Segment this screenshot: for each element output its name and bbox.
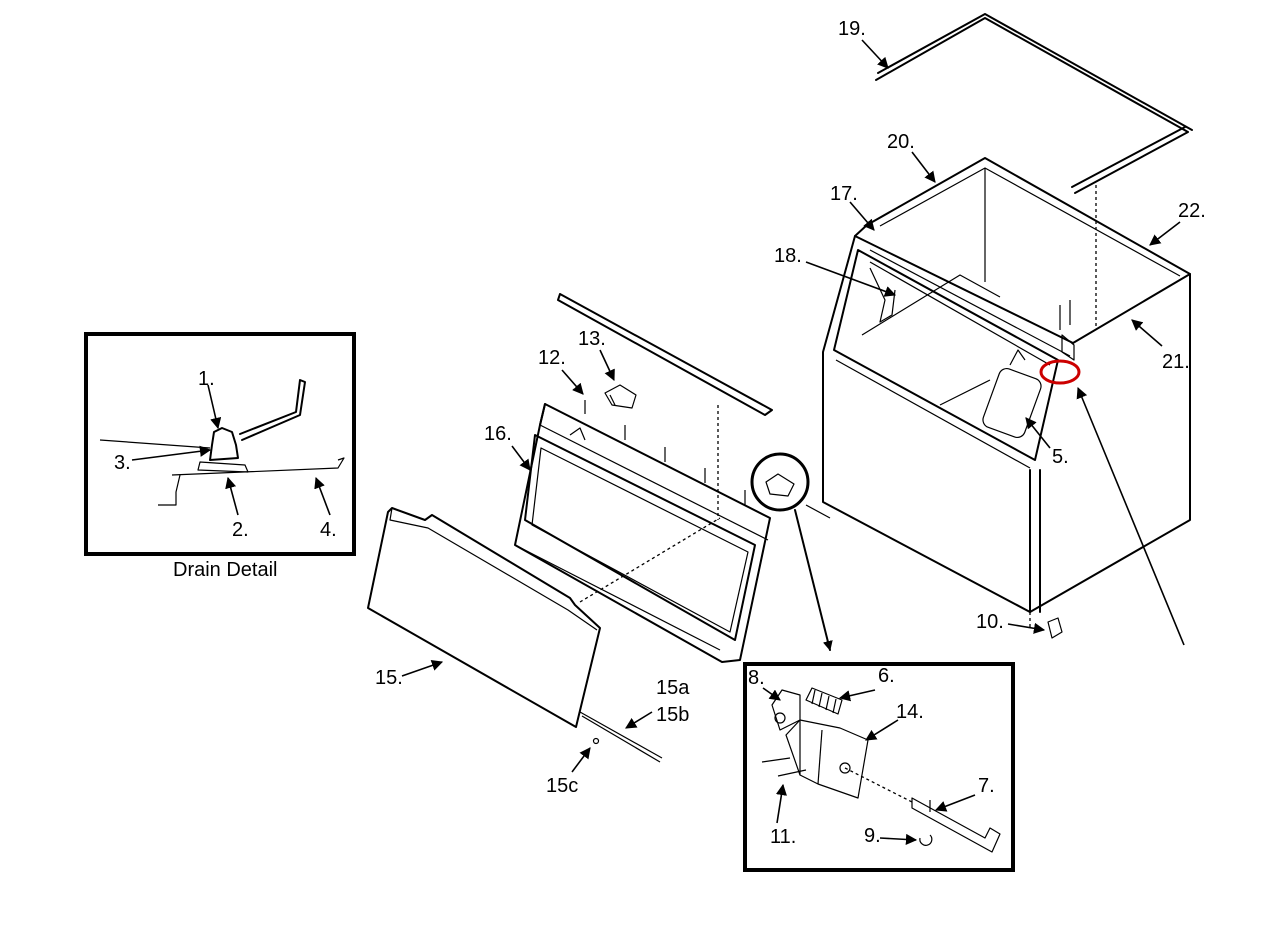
- callout-8: 8.: [748, 667, 765, 689]
- callout-18: 18.: [774, 245, 802, 267]
- callout-1: 1.: [198, 368, 215, 390]
- callout-16: 16.: [484, 423, 512, 445]
- callout-20: 20.: [887, 131, 915, 153]
- callout-22: 22.: [1178, 200, 1206, 222]
- callout-15a: 15a: [656, 677, 690, 699]
- callout-19: 19.: [838, 18, 866, 40]
- callout-9: 9.: [864, 825, 881, 847]
- callout-14: 14.: [896, 701, 924, 723]
- callout-21: 21.: [1162, 351, 1190, 373]
- callout-7: 7.: [978, 775, 995, 797]
- highlight-circle: [1039, 359, 1081, 385]
- callout-3: 3.: [114, 452, 131, 474]
- callout-5: 5.: [1052, 446, 1069, 468]
- part-15c: [592, 737, 600, 745]
- door-frame: [514, 293, 773, 663]
- callout-15b: 15b: [656, 704, 689, 726]
- drain-detail-box: [84, 332, 356, 556]
- callout-17: 17.: [830, 183, 858, 205]
- callout-15: 15.: [375, 667, 403, 689]
- door-panel: [367, 507, 601, 728]
- latch-magnifier-circle: [750, 452, 810, 512]
- callout-6: 6.: [878, 665, 895, 687]
- callout-4: 4.: [320, 519, 337, 541]
- callout-10: 10.: [976, 611, 1004, 633]
- callout-12: 12.: [538, 347, 566, 369]
- callout-11: 11.: [770, 826, 796, 848]
- drain-detail-caption: Drain Detail: [173, 559, 277, 581]
- callout-13: 13.: [578, 328, 606, 350]
- callout-15c: 15c: [546, 775, 578, 797]
- top-gasket-frame: [875, 13, 1193, 330]
- ice-bin-cabinet: [822, 157, 1191, 639]
- latch-detail-box: [743, 662, 1015, 872]
- callout-2: 2.: [232, 519, 249, 541]
